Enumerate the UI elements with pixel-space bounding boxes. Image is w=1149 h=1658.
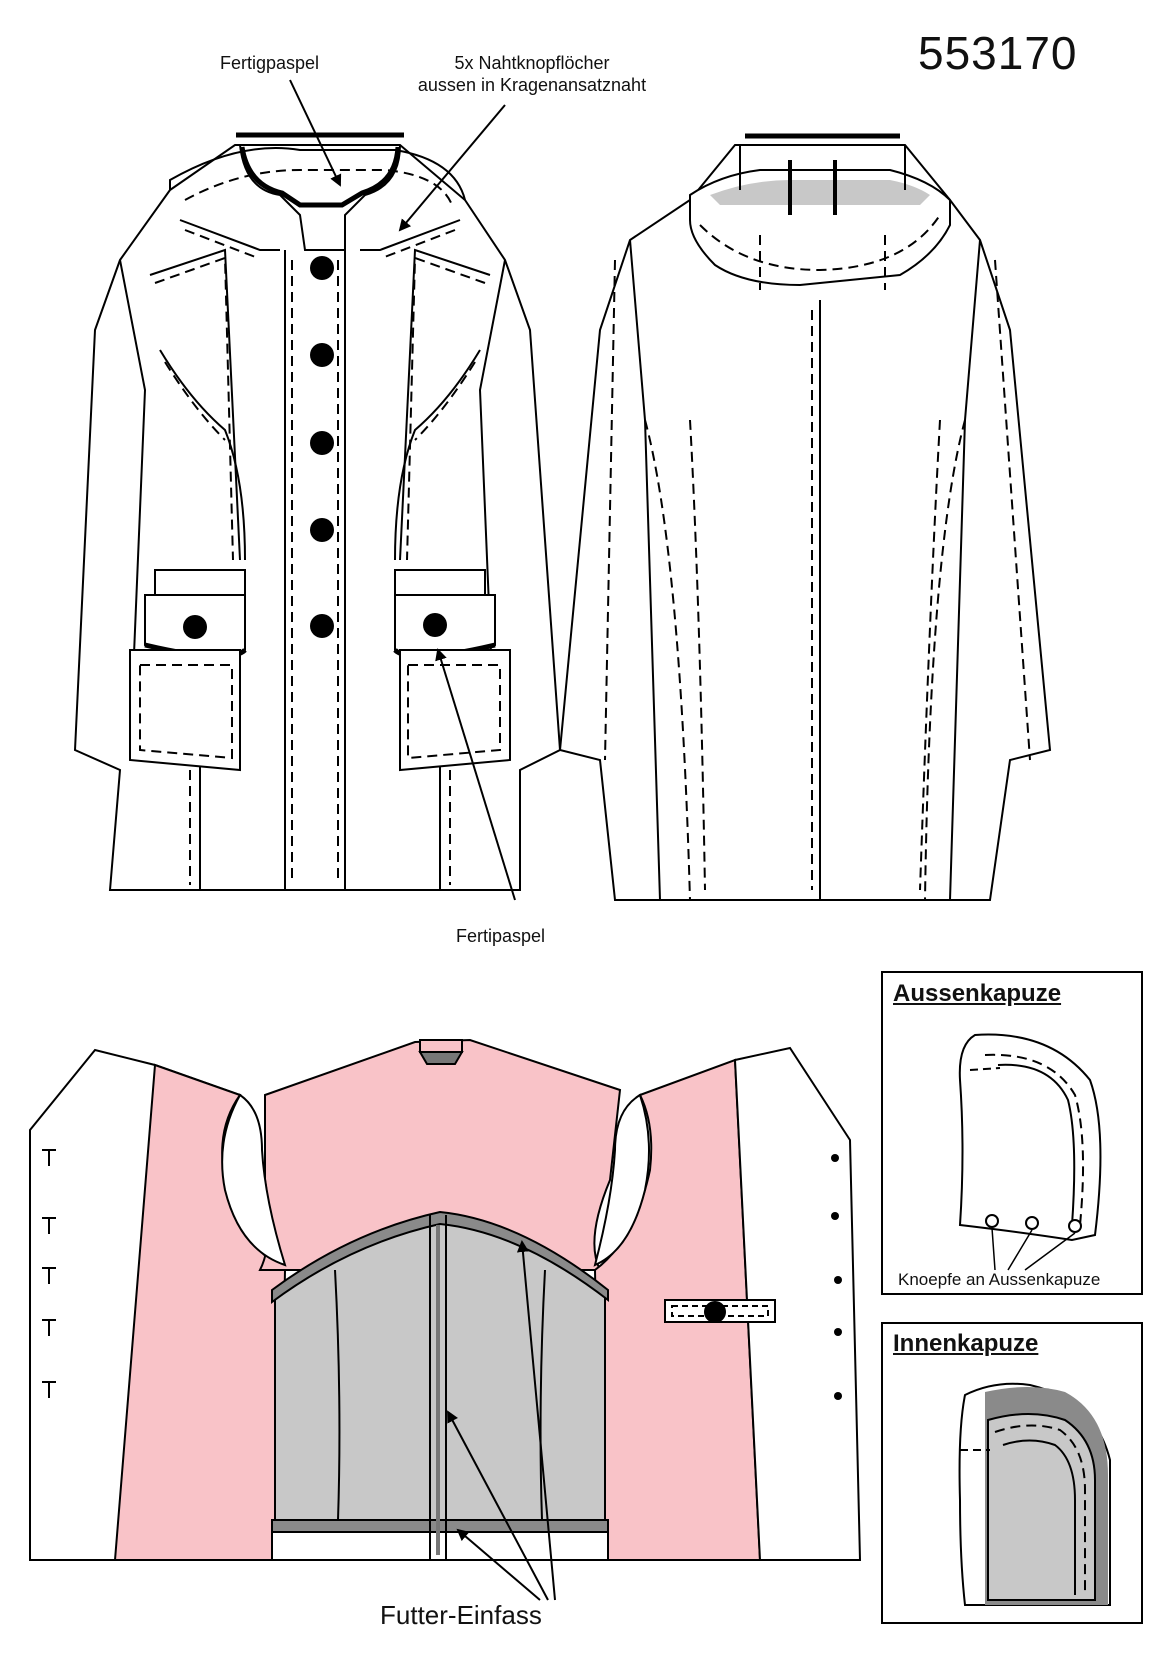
arrow-icon bbox=[447, 1410, 549, 1601]
button-icon bbox=[1025, 1216, 1039, 1230]
button-icon bbox=[183, 615, 207, 639]
button-icon bbox=[310, 431, 334, 455]
collar-stand bbox=[239, 144, 401, 251]
right-pocket bbox=[393, 569, 511, 772]
back-hood-inner bbox=[710, 180, 930, 205]
left-pocket bbox=[129, 569, 247, 772]
hanger-loop bbox=[419, 1039, 463, 1053]
front-view bbox=[73, 132, 562, 891]
model-number: 553170 bbox=[918, 27, 1078, 79]
inner-hood-box bbox=[881, 1322, 1143, 1624]
arrow-icon bbox=[289, 79, 342, 187]
outer-hood-title: Aussenkapuze bbox=[893, 980, 1062, 1007]
buttonhole-icon bbox=[42, 1319, 56, 1336]
label-buttonholes-line1: 5x Nahtknopflöcher bbox=[454, 53, 610, 73]
leader-arrows bbox=[289, 79, 556, 1601]
label-piping-top: Fertigpaspel bbox=[220, 53, 320, 73]
button-dots bbox=[831, 1154, 842, 1400]
buttonhole-icon bbox=[42, 1217, 56, 1234]
button-icon bbox=[423, 613, 447, 637]
back-view bbox=[558, 133, 1052, 901]
arrow-icon bbox=[456, 1528, 541, 1601]
buttonholes bbox=[42, 1149, 56, 1398]
right-front-facing bbox=[733, 1046, 862, 1561]
button-icon bbox=[310, 518, 334, 542]
label-buttonholes: 5x Nahtknopflöcher aussen in Kragenansat… bbox=[392, 52, 672, 96]
outer-hood-box bbox=[881, 971, 1143, 1295]
label-buttonholes-line2: aussen in Kragenansatznaht bbox=[417, 75, 647, 95]
interior-view bbox=[29, 1038, 862, 1561]
front-buttons bbox=[183, 256, 447, 639]
arrow-icon bbox=[516, 1240, 556, 1601]
collar-piping bbox=[239, 146, 401, 208]
buttonhole-icon bbox=[42, 1381, 56, 1398]
arrow-icon bbox=[435, 648, 516, 901]
button-icon bbox=[1068, 1219, 1082, 1233]
label-lining-binding: Futter-Einfass bbox=[380, 1600, 542, 1630]
inner-hood-title: Innenkapuze bbox=[893, 1330, 1039, 1357]
arrow-icon bbox=[398, 104, 506, 232]
outer-hood-caption: Knoepfe an Aussenkapuze bbox=[898, 1270, 1101, 1289]
buttonhole-icon bbox=[42, 1267, 56, 1284]
outer-hood-drawing bbox=[958, 1033, 1102, 1242]
inner-pocket bbox=[664, 1299, 776, 1323]
button-icon bbox=[310, 614, 334, 638]
button-icon bbox=[985, 1214, 999, 1228]
front-body-outline bbox=[73, 144, 562, 891]
button-icon bbox=[310, 343, 334, 367]
left-sleeve bbox=[119, 259, 147, 751]
label-piping-pocket: Fertipaspel bbox=[456, 926, 546, 946]
hood-back bbox=[169, 147, 466, 201]
lining-binding-top bbox=[271, 1210, 609, 1304]
button-icon bbox=[310, 256, 334, 280]
buttonhole-icon bbox=[42, 1149, 56, 1166]
